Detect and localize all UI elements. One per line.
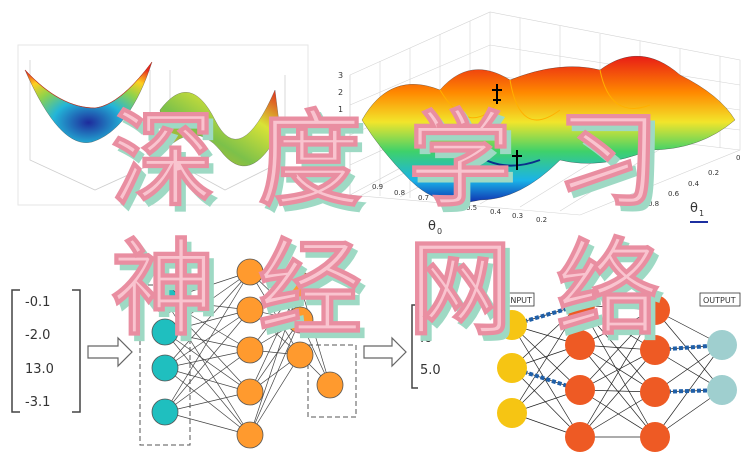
title-char: 深 [111, 99, 215, 221]
title-char-shadow: 经 [263, 234, 367, 356]
theta0-axis-label: θ 0 [428, 219, 442, 236]
network-node [151, 318, 179, 346]
z-tick: 0 [338, 122, 343, 131]
input-label: INPUT [508, 296, 532, 305]
network-node [286, 271, 314, 299]
input-layer-box [139, 284, 191, 446]
bowl-surface-plot [24, 60, 153, 191]
output-value: 5.0 [420, 363, 441, 378]
network-node [565, 422, 595, 452]
input-value: -3.1 [25, 395, 50, 410]
z-tick: 2 [338, 88, 343, 97]
arrow-icon [87, 336, 133, 368]
theta1-tick: 0.2 [708, 169, 719, 177]
theta1-subscript: 1 [699, 209, 704, 218]
theta0-tick: 0.4 [490, 208, 502, 216]
network-node [565, 375, 595, 405]
network-node [286, 341, 314, 369]
z-tick: 3 [338, 71, 343, 80]
input-label-box [505, 292, 535, 307]
network-node [640, 295, 670, 325]
title-char-shadow: 络 [561, 234, 665, 356]
title-char-shadow: 深 [116, 105, 220, 227]
title-char: 神 [111, 228, 215, 350]
theta0-subscript: 0 [437, 227, 442, 236]
network-node [640, 377, 670, 407]
theta1-tick: 0.6 [668, 190, 680, 198]
network-node [565, 290, 595, 320]
theta0-tick: 0.5 [466, 204, 477, 212]
large-surface-plot: 3 2 1 0 0.9 0.8 0.7 0.6 0.5 0.4 0.3 0.2 … [338, 11, 740, 236]
theta0-tick: 0.9 [372, 183, 383, 191]
z-tick: 1 [338, 105, 343, 114]
theta0-tick: 0.2 [536, 216, 547, 224]
input-value: -0.1 [25, 295, 50, 310]
arrow-icon [363, 336, 407, 368]
theta0-tick: 0.7 [418, 194, 429, 202]
title-char-shadow: 神 [116, 234, 220, 356]
network-node [316, 371, 344, 399]
input-value: -2.0 [25, 328, 50, 343]
theta1-tick: 0.8 [648, 200, 659, 208]
title-char: 网 [408, 228, 512, 350]
network-node [236, 378, 264, 406]
network-node [565, 330, 595, 360]
overlay-title: 深深度度学学习习 神神经经网网络络 [110, 99, 665, 357]
output-layer-box [307, 344, 357, 418]
neural-network-left: -0.1 -2.0 13.0 -3.1 .0 5.0 [11, 258, 441, 449]
theta0-tick: 0.8 [394, 189, 405, 197]
theta0-symbol: θ [428, 219, 436, 234]
title-char: 习 [556, 99, 660, 221]
title-char: 度 [258, 99, 362, 221]
network-node [151, 286, 179, 314]
network-node [707, 330, 737, 360]
input-vector: -0.1 -2.0 13.0 -3.1 [11, 289, 81, 413]
network-node [286, 306, 314, 334]
output-value: .0 [420, 331, 432, 346]
network-node [707, 375, 737, 405]
output-label-box [699, 292, 741, 307]
network-node [236, 421, 264, 449]
title-char-shadow: 学 [413, 105, 517, 227]
network-node [640, 422, 670, 452]
theta1-symbol: θ [690, 201, 698, 216]
input-value: 13.0 [25, 362, 54, 377]
network-node [236, 258, 264, 286]
theta1-ticks: 0.8 0.6 0.4 0.2 0 [648, 154, 740, 208]
theta0-ticks: 0.9 0.8 0.7 0.6 0.5 0.4 0.3 0.2 [372, 183, 547, 224]
theta1-axis-label: θ 1 [690, 201, 708, 223]
network-node [236, 296, 264, 324]
title-char-shadow: 习 [561, 105, 665, 227]
network-node [497, 310, 527, 340]
output-label: OUTPUT [703, 296, 736, 305]
small-surface-plots [17, 44, 309, 206]
title-char-shadow: 度 [263, 105, 367, 227]
title-char: 学 [408, 99, 512, 221]
theta1-tick: 0 [736, 154, 740, 162]
theta1-tick: 0.4 [688, 180, 700, 188]
theta0-tick: 0.6 [442, 199, 454, 207]
theta0-tick: 0.3 [512, 212, 523, 220]
network-node [151, 398, 179, 426]
title-char: 络 [556, 228, 660, 350]
neural-network-right: INPUT OUTPUT [497, 290, 741, 452]
network-node [640, 335, 670, 365]
title-char: 经 [258, 228, 362, 350]
network-node [236, 336, 264, 364]
network-node [151, 354, 179, 382]
title-char-shadow: 网 [413, 234, 517, 356]
output-vector: .0 5.0 [411, 304, 441, 389]
network-node [497, 398, 527, 428]
network-node [497, 353, 527, 383]
